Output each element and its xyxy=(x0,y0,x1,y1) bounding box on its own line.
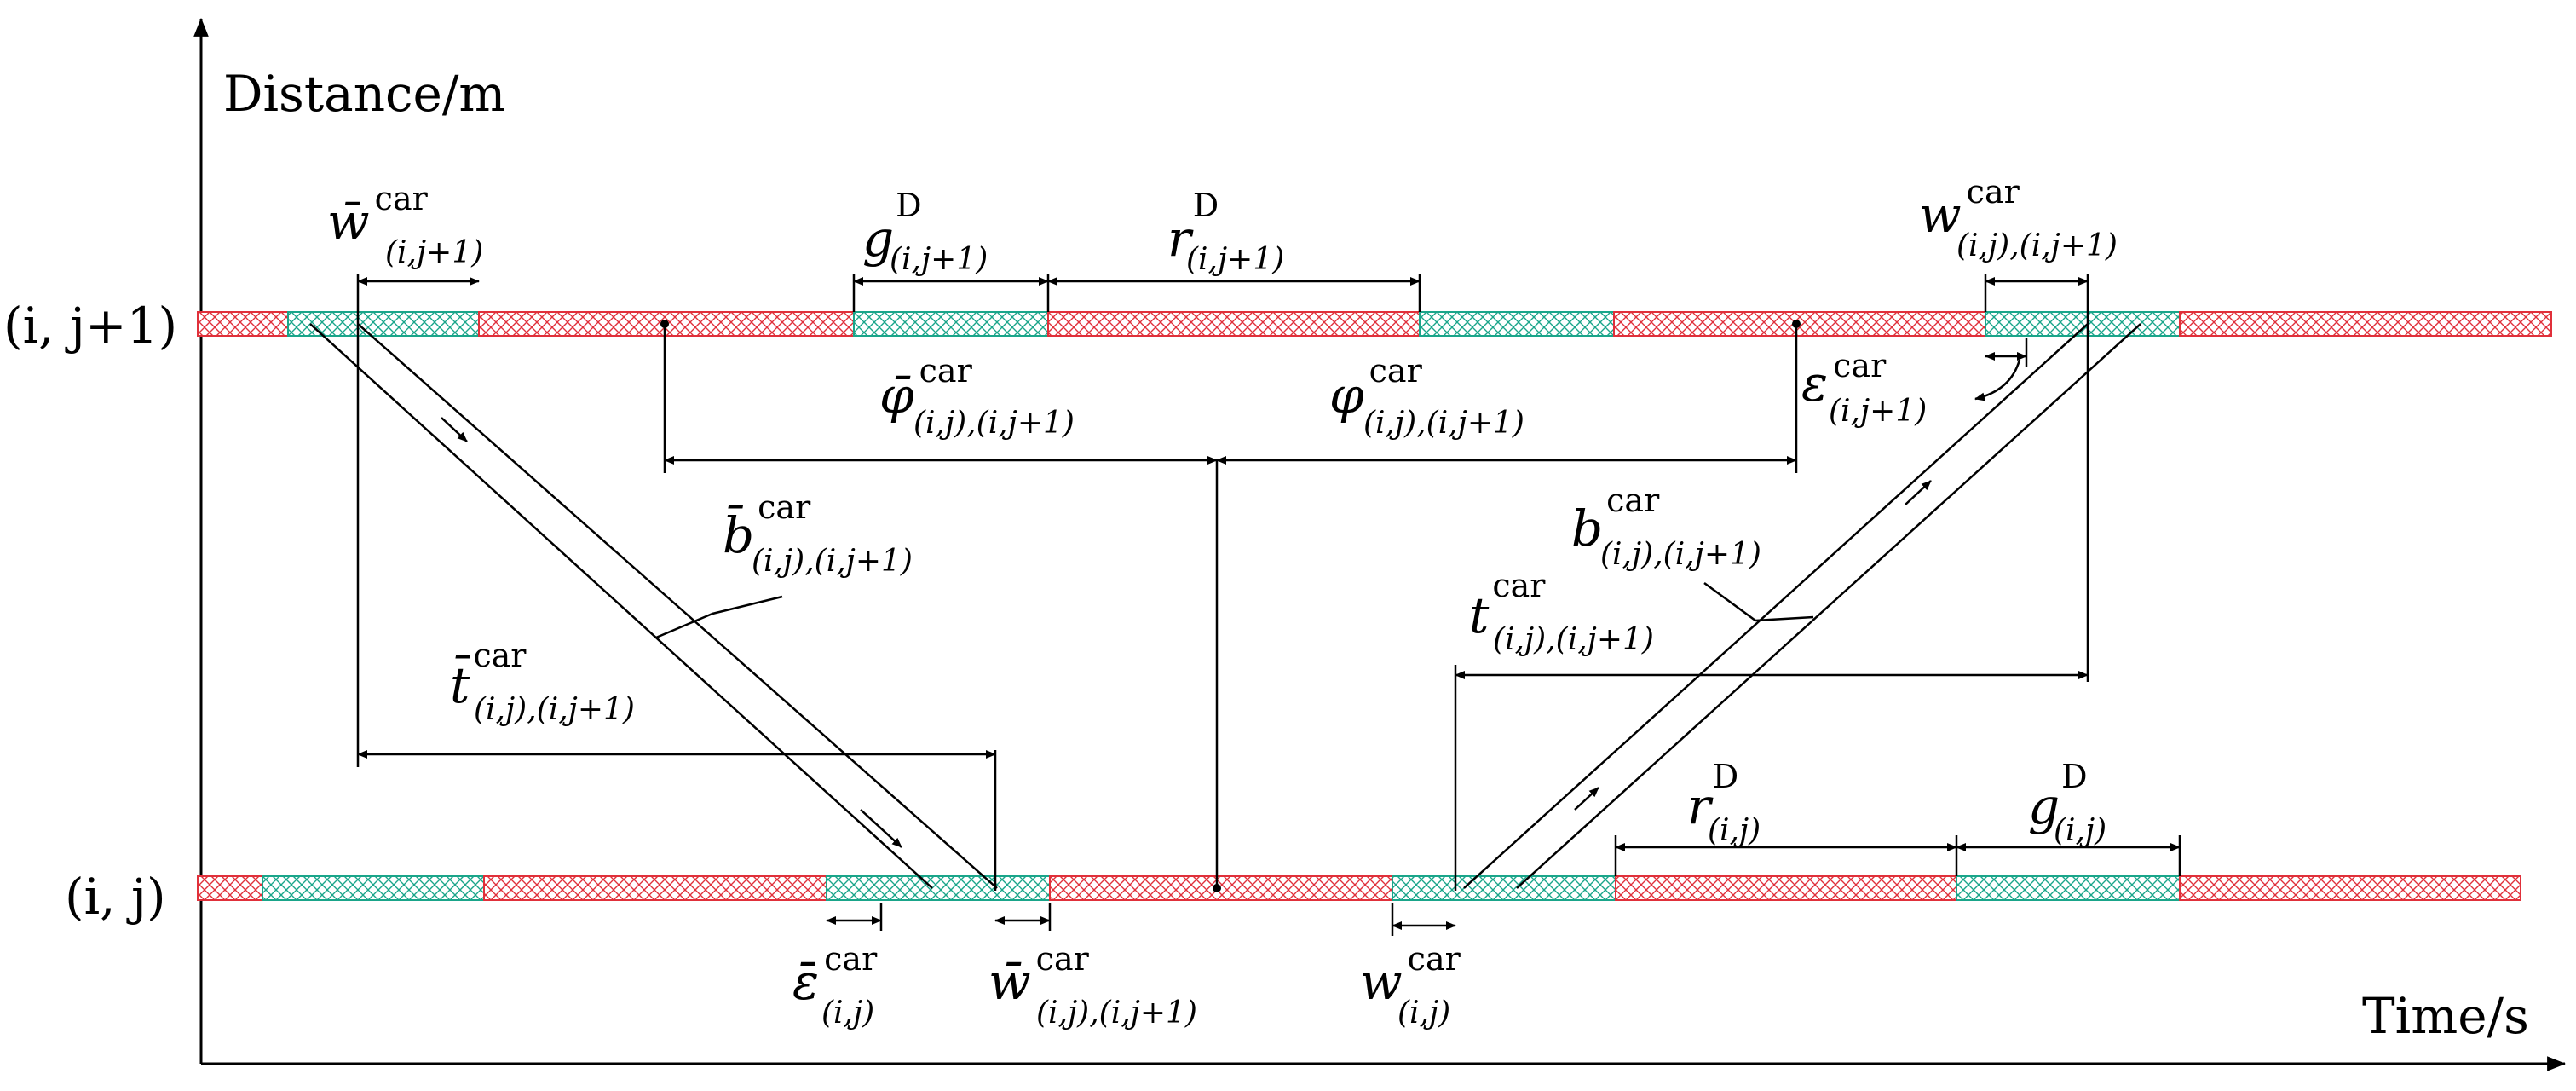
label-r-top: rD(i,j+1) xyxy=(1167,187,1284,277)
label-g-bottom: gD(i,j) xyxy=(2028,758,2106,848)
label-bbar: b̄car(i,j),(i,j+1) xyxy=(723,488,913,579)
signal-bar-bottom xyxy=(197,875,2521,901)
red-phase xyxy=(197,311,289,337)
green-phase xyxy=(1419,311,1615,337)
label-tbar: t̄car(i,j),(i,j+1) xyxy=(450,637,635,727)
row-label-top: (i, j+1) xyxy=(3,297,177,355)
green-phase xyxy=(853,311,1049,337)
red-phase xyxy=(483,875,827,901)
reference-lines xyxy=(356,274,2181,891)
label-wbar-top: w̄car(i,j+1) xyxy=(327,180,483,270)
red-phase xyxy=(2179,875,2521,901)
label-epsbar-bottom: ε̄car(i,j) xyxy=(792,940,878,1030)
trajectory-band-downbound xyxy=(309,323,998,889)
label-g-top: gD(i,j+1) xyxy=(862,187,988,277)
midpoint-dot-top-left xyxy=(660,320,669,328)
red-phase xyxy=(1047,311,1421,337)
green-phase xyxy=(262,875,485,901)
green-phase xyxy=(1392,875,1616,901)
y-axis-label: Distance/m xyxy=(223,65,505,123)
label-wbar-bottom: w̄car(i,j),(i,j+1) xyxy=(988,940,1197,1030)
green-phase xyxy=(826,875,1051,901)
red-phase xyxy=(2179,311,2552,337)
label-t: tcar(i,j),(i,j+1) xyxy=(1469,567,1654,657)
x-axis-label: Time/s xyxy=(2362,987,2529,1045)
midpoint-dot-top-right xyxy=(1792,320,1801,328)
dimension-arrows xyxy=(357,277,2181,936)
red-phase xyxy=(197,875,263,901)
row-label-bottom: (i, j) xyxy=(65,868,166,926)
trajectory-band-upbound xyxy=(1463,323,2141,889)
label-r-bottom: rD(i,j) xyxy=(1687,758,1761,848)
green-phase xyxy=(1985,311,2181,337)
green-phase xyxy=(1956,875,2181,901)
red-phase xyxy=(1615,875,1957,901)
signal-bar-top xyxy=(197,311,2552,337)
label-phibar: φ̄car(i,j),(i,j+1) xyxy=(879,352,1075,441)
green-phase xyxy=(287,311,480,337)
midpoint-dot-bottom xyxy=(1213,884,1221,892)
